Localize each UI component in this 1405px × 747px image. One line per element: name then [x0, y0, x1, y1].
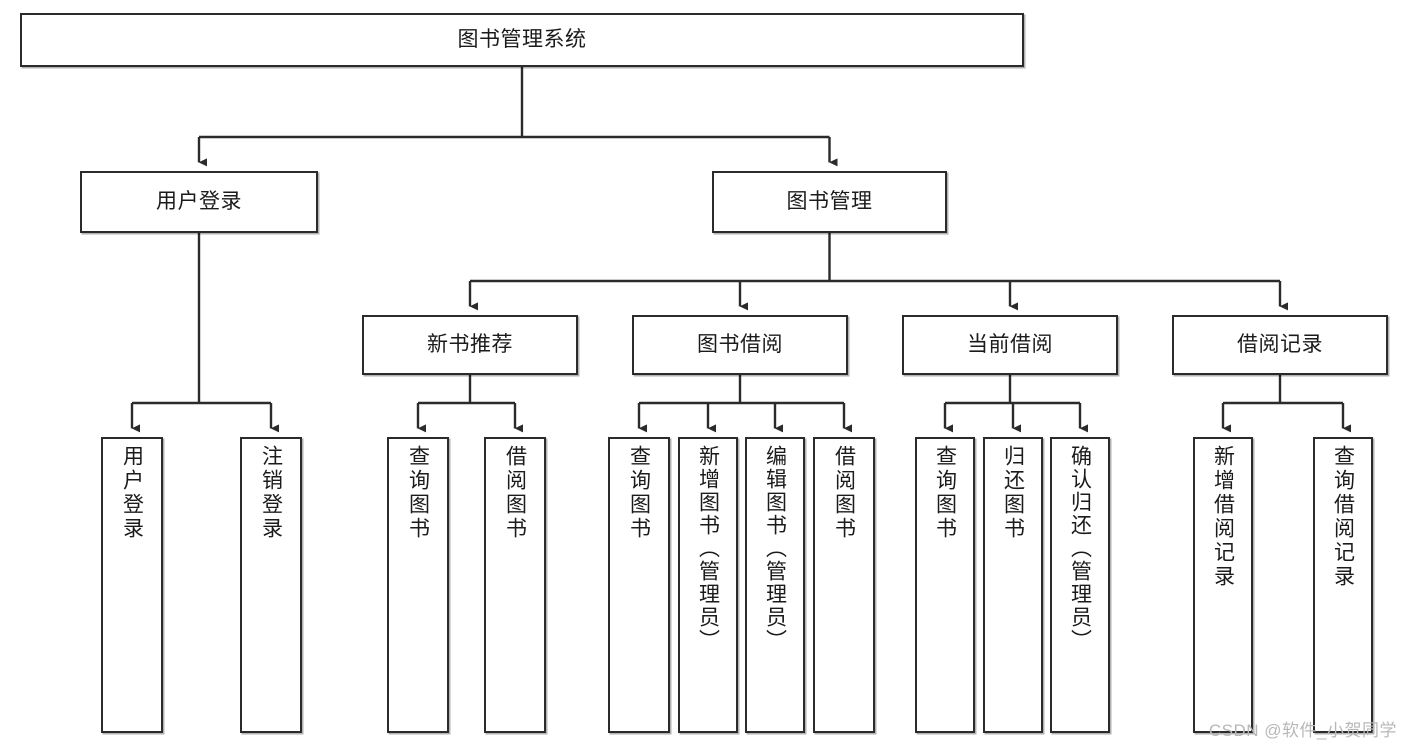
node-book-borrow[interactable]: 图书借阅 [632, 315, 848, 375]
node-label-leaf-confirm-return-admin: 确认归还（管理员） [1068, 445, 1092, 652]
node-leaf-query-book-borrow[interactable]: 查询图书 [608, 437, 670, 733]
node-leaf-add-book-admin[interactable]: 新增图书（管理员） [678, 437, 738, 733]
node-book-manage[interactable]: 图书管理 [712, 171, 947, 233]
node-label-book-manage: 图书管理 [786, 189, 873, 213]
node-label-leaf-query-borrow-record: 查询借阅记录 [1331, 445, 1355, 589]
node-label-leaf-borrow-book-rec: 借阅图书 [503, 445, 527, 541]
node-leaf-user-logout[interactable]: 注销登录 [240, 437, 302, 733]
node-label-leaf-add-borrow-record: 新增借阅记录 [1211, 445, 1235, 589]
node-leaf-confirm-return-admin[interactable]: 确认归还（管理员） [1050, 437, 1110, 733]
node-leaf-return-book[interactable]: 归还图书 [983, 437, 1043, 733]
node-leaf-user-login[interactable]: 用户登录 [101, 437, 163, 733]
node-leaf-query-book-rec[interactable]: 查询图书 [387, 437, 449, 733]
node-label-leaf-query-book-current: 查询图书 [933, 445, 957, 541]
node-label-leaf-add-book-admin: 新增图书（管理员） [696, 445, 720, 652]
node-label-leaf-query-book-borrow: 查询图书 [627, 445, 651, 541]
node-leaf-add-borrow-record[interactable]: 新增借阅记录 [1193, 437, 1253, 733]
node-label-new-book-rec: 新书推荐 [427, 332, 513, 356]
node-leaf-query-borrow-record[interactable]: 查询借阅记录 [1313, 437, 1373, 733]
node-label-leaf-user-login: 用户登录 [120, 445, 144, 541]
node-label-book-borrow: 图书借阅 [697, 332, 783, 356]
node-borrow-record[interactable]: 借阅记录 [1172, 315, 1388, 375]
node-leaf-edit-book-admin[interactable]: 编辑图书（管理员） [745, 437, 805, 733]
node-new-book-rec[interactable]: 新书推荐 [362, 315, 578, 375]
node-leaf-borrow-book-rec[interactable]: 借阅图书 [484, 437, 546, 733]
node-label-user-login: 用户登录 [156, 189, 242, 213]
node-label-borrow-record: 借阅记录 [1237, 332, 1323, 356]
node-leaf-borrow-book[interactable]: 借阅图书 [813, 437, 875, 733]
node-label-leaf-edit-book-admin: 编辑图书（管理员） [763, 445, 787, 652]
node-label-root: 图书管理系统 [457, 27, 587, 51]
watermark-text: CSDN @软件_小贺同学 [1208, 721, 1397, 740]
node-label-leaf-query-book-rec: 查询图书 [406, 445, 430, 541]
node-label-current-borrow: 当前借阅 [967, 332, 1053, 356]
node-user-login[interactable]: 用户登录 [80, 171, 318, 233]
node-root[interactable]: 图书管理系统 [20, 13, 1024, 67]
node-current-borrow[interactable]: 当前借阅 [902, 315, 1118, 375]
node-label-leaf-user-logout: 注销登录 [259, 445, 283, 541]
node-label-leaf-borrow-book: 借阅图书 [832, 445, 856, 541]
node-label-leaf-return-book: 归还图书 [1001, 445, 1025, 541]
node-leaf-query-book-current[interactable]: 查询图书 [915, 437, 975, 733]
